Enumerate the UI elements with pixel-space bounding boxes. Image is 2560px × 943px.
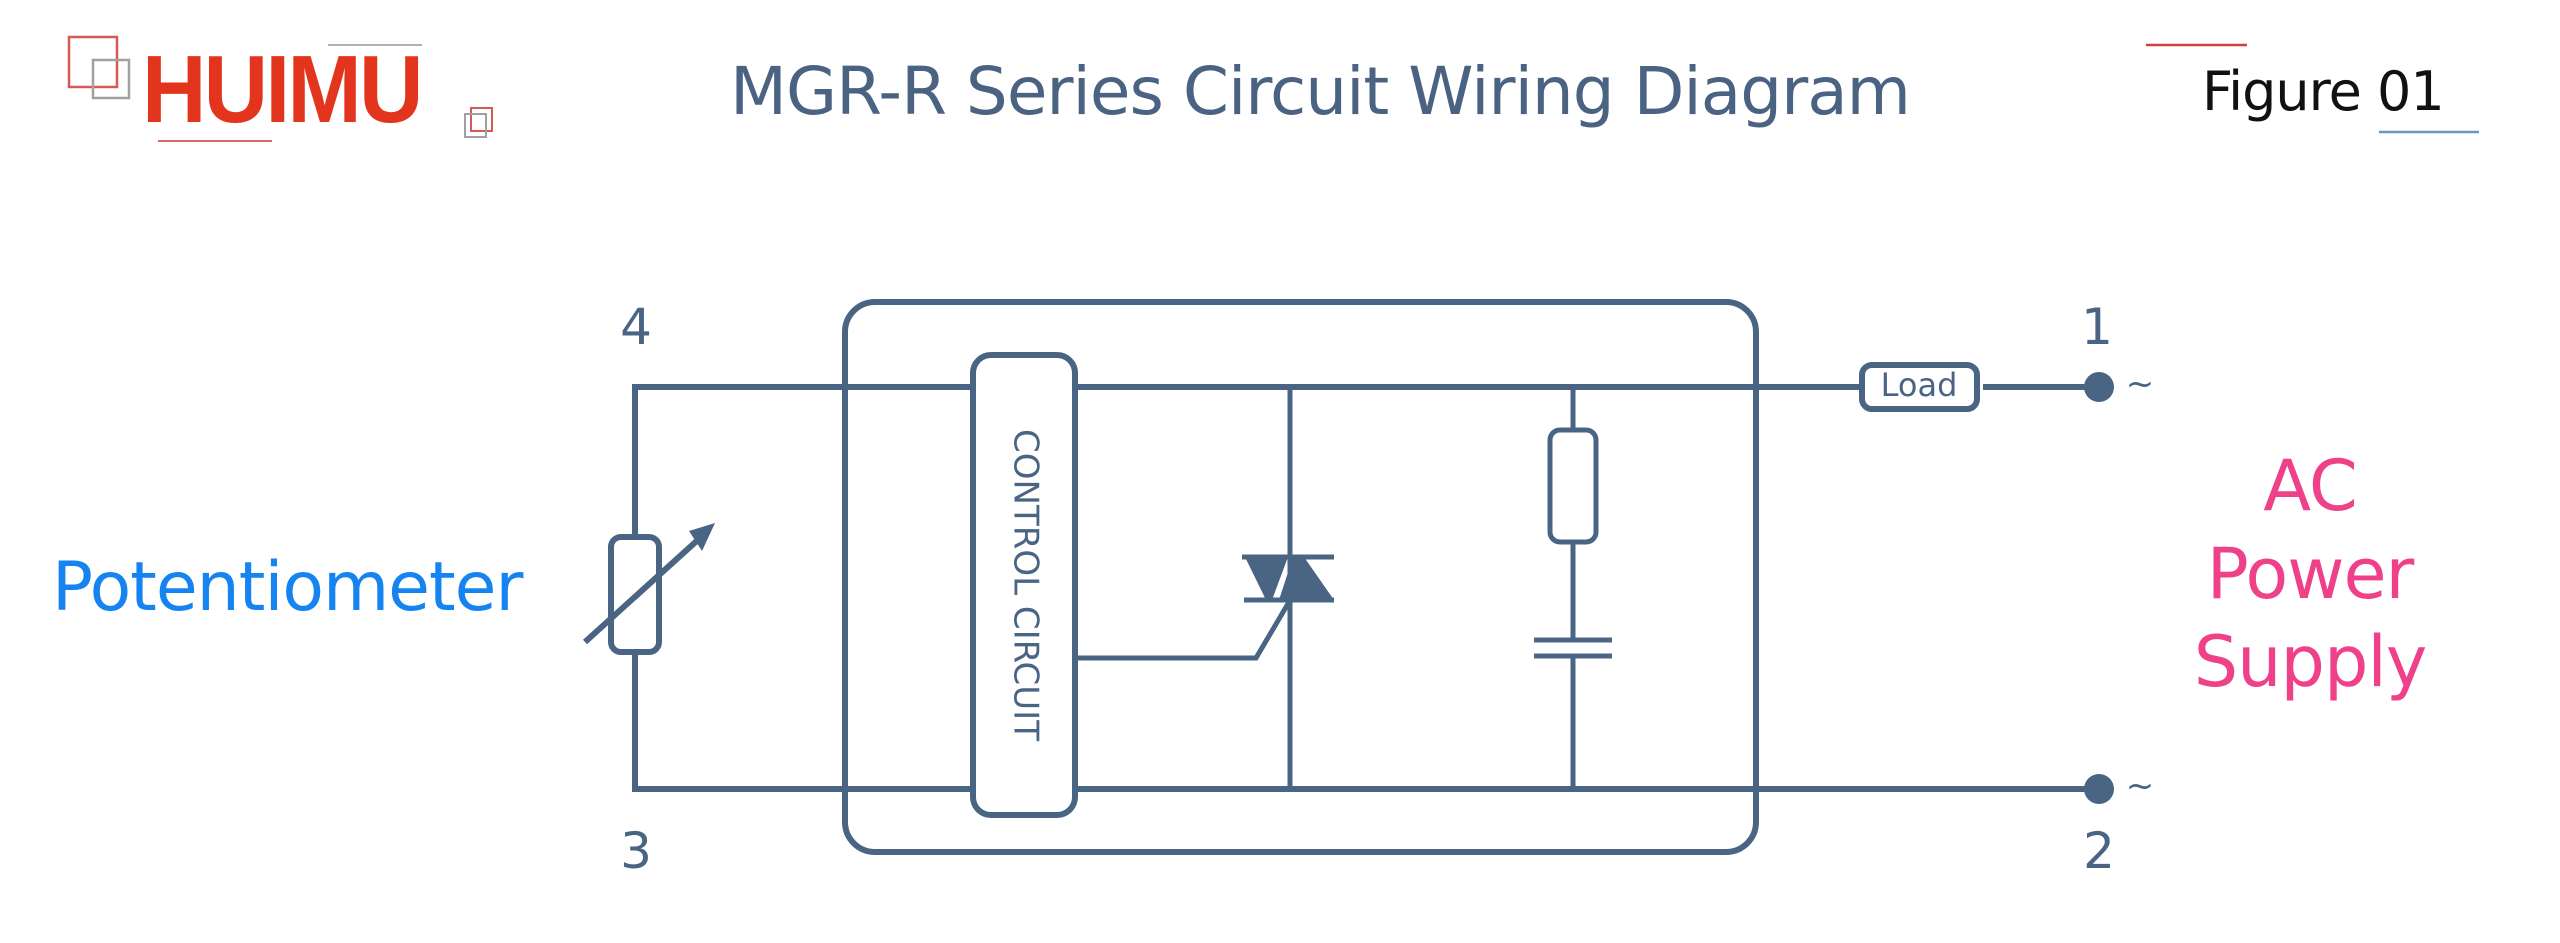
terminal-1-dot: [2084, 372, 2114, 402]
snubber-resistor-icon: [1547, 427, 1599, 545]
logo-square-small-red: [470, 107, 493, 132]
triac-diode-down: [1245, 557, 1288, 600]
ac-line-3: Supply: [2193, 621, 2428, 703]
logo-square-small-gray: [464, 113, 487, 138]
logo-text: HUIMU: [142, 36, 423, 143]
terminal-1-label: 1: [2081, 298, 2113, 356]
terminal-1-ac-symbol: ~: [2126, 364, 2155, 404]
potentiometer-icon: [608, 534, 662, 655]
figure-decoration: [2146, 43, 2479, 134]
control-circuit-box: [970, 352, 1078, 818]
terminal-2-dot: [2084, 774, 2114, 804]
ac-power-supply-annotation: AC Power Supply: [2150, 442, 2470, 706]
load-box: [1859, 362, 1980, 412]
ac-line-2: Power: [2206, 533, 2415, 615]
potentiometer-arrowhead: [689, 523, 715, 551]
triac-gate-wire: [1077, 600, 1292, 661]
potentiometer-arrow-shaft: [582, 535, 703, 645]
potentiometer-annotation: Potentiometer: [52, 548, 523, 627]
load-label: Load: [1881, 366, 1958, 404]
logo-decoration: [67, 35, 493, 142]
control-circuit-label: CONTROL CIRCUIT: [1006, 429, 1046, 741]
terminal-3-label: 3: [620, 822, 652, 880]
relay-housing: [842, 299, 1759, 855]
terminal-2-ac-symbol: ~: [2126, 766, 2155, 806]
triac-diode-up: [1279, 557, 1334, 600]
logo-square-gray: [91, 58, 131, 100]
terminal-4-label: 4: [620, 298, 652, 356]
page-title: MGR-R Series Circuit Wiring Diagram: [730, 53, 1911, 130]
terminal-2-label: 2: [2083, 822, 2115, 880]
logo: HUIMU: [60, 30, 510, 150]
figure-label-block: Figure 01: [2130, 30, 2550, 150]
figure-label: Figure 01: [2202, 60, 2445, 123]
ac-line-1: AC: [2263, 445, 2358, 527]
